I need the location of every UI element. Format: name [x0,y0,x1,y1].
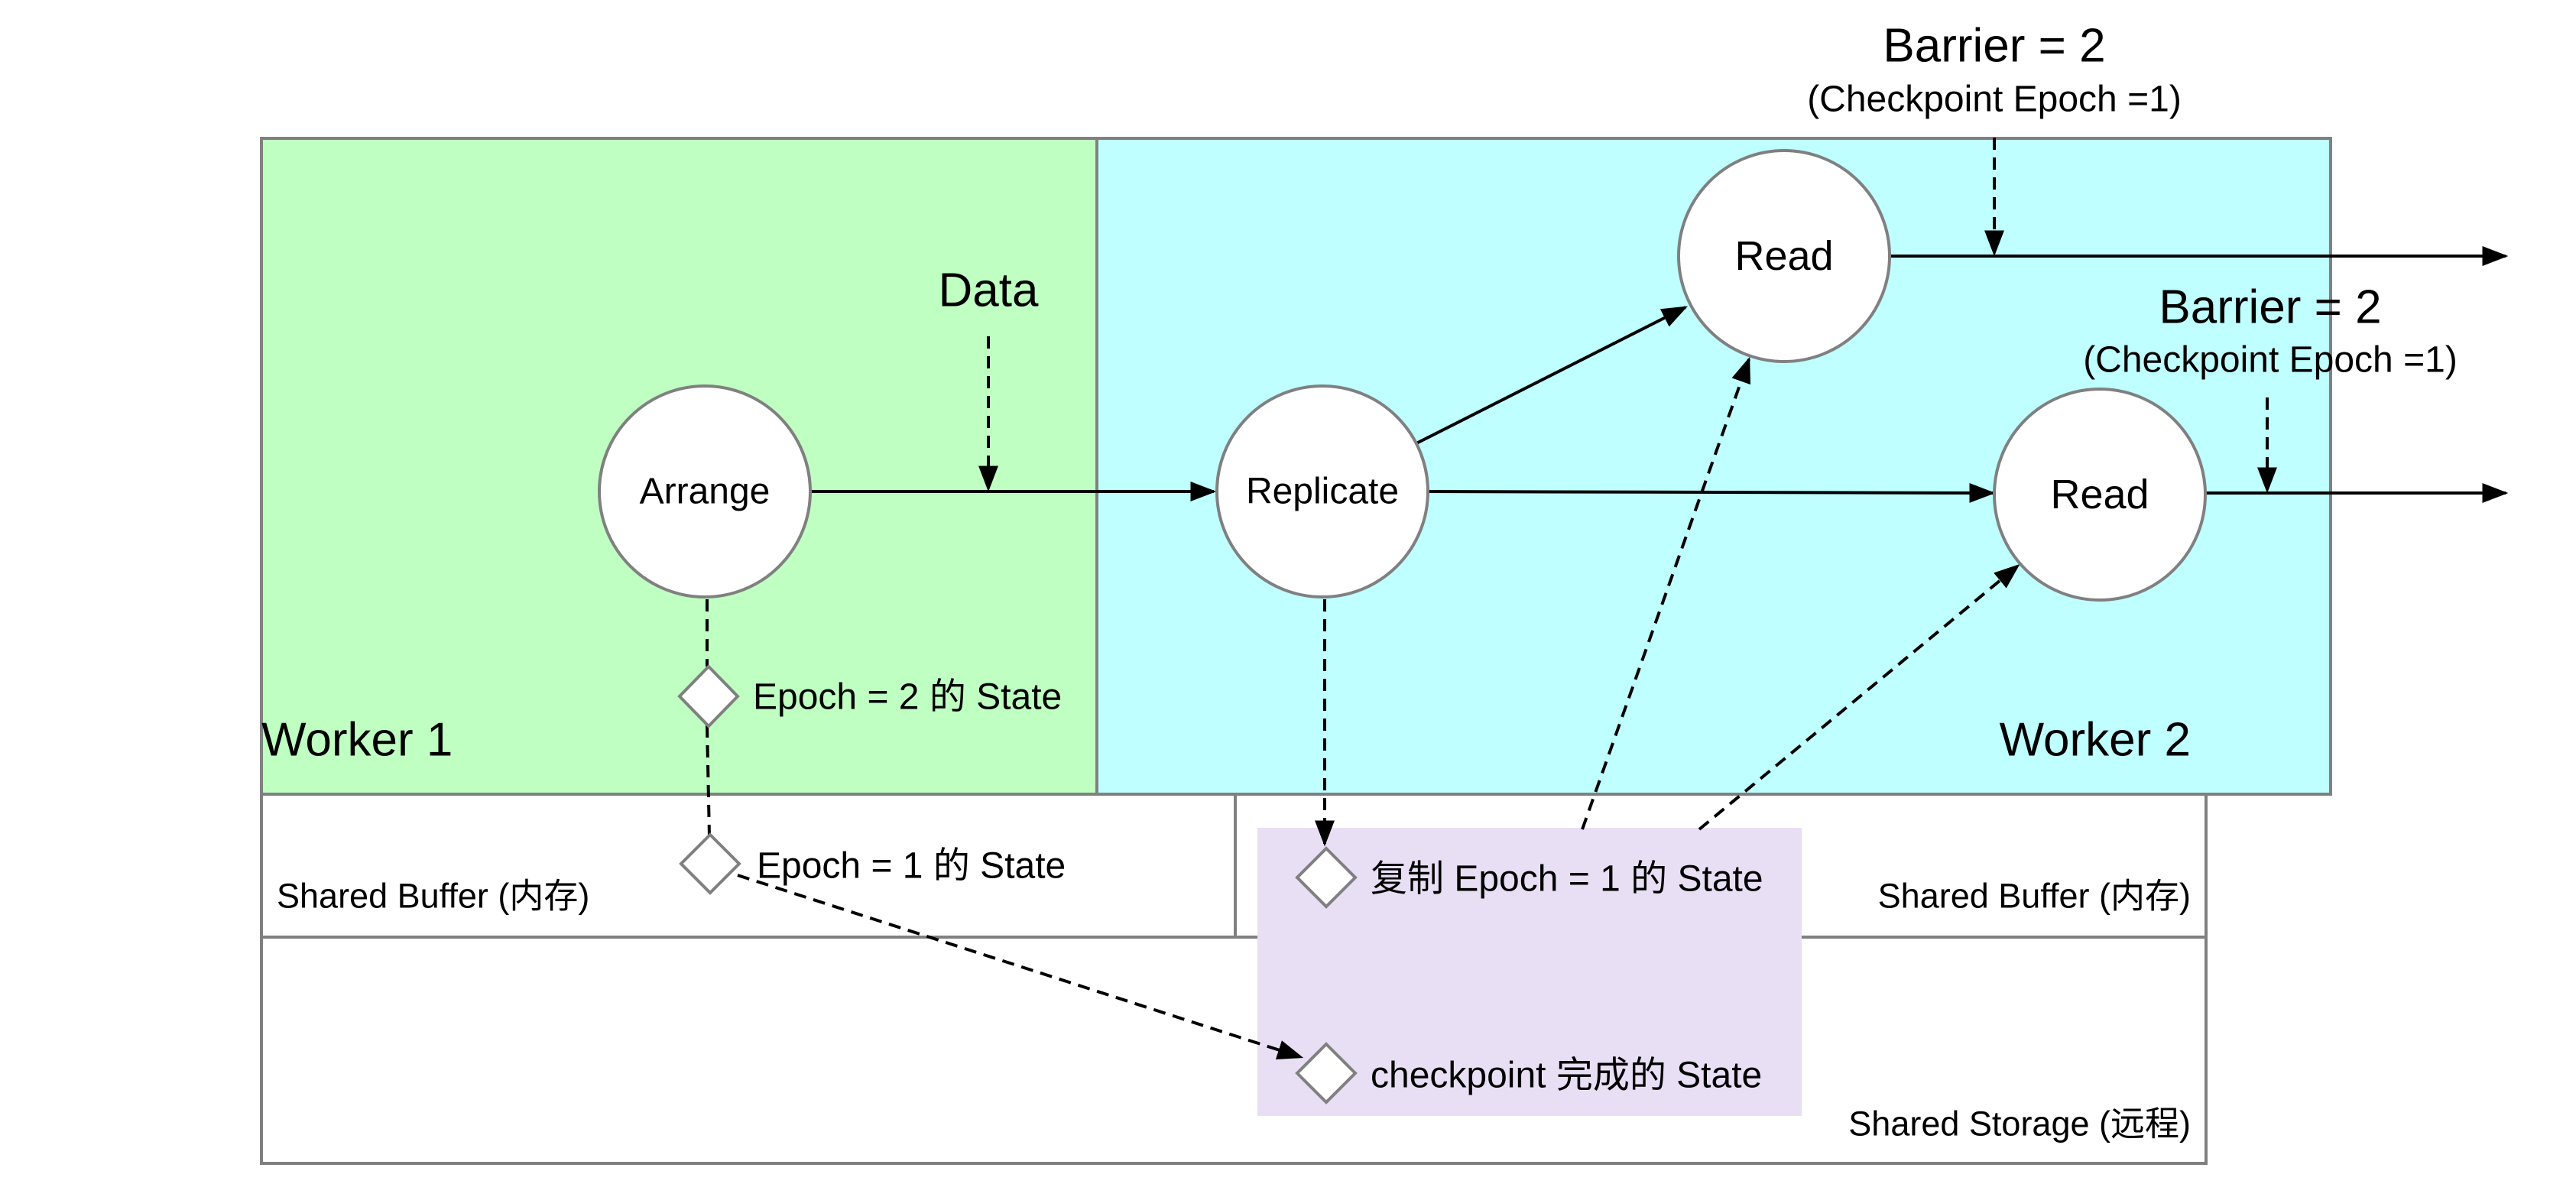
shared-storage-label: Shared Storage (远程) [1848,1105,2191,1143]
node-read-bottom[interactable]: Read [1993,388,2207,602]
state-checkpoint-label: checkpoint 完成的 State [1371,1056,1762,1096]
worker1-label: Worker 1 [261,714,453,767]
arrow-replicate-to-read-bottom [1426,482,1996,503]
shared-buffer-left-box [260,793,1237,939]
shared-buffer-left-label: Shared Buffer (内存) [277,877,589,916]
node-arrange[interactable]: Arrange [598,384,812,598]
state-replicated-label: 复制 Epoch = 1 的 State [1371,859,1763,900]
shared-buffer-right-label: Shared Buffer (内存) [1878,877,2191,916]
arrow-replicate-to-read-top [1416,306,1689,445]
state-epoch1-diamond [679,832,741,895]
barrier-top-sublabel: (Checkpoint Epoch =1) [1807,79,2182,120]
state-epoch1-label: Epoch = 1 的 State [757,846,1066,887]
node-replicate[interactable]: Replicate [1215,384,1429,598]
node-read-bottom-label: Read [2050,472,2149,517]
barrier-top-label: Barrier = 2 [1883,20,2105,73]
state-replicated-diamond [1295,846,1358,909]
barrier-mid-label: Barrier = 2 [2159,281,2381,334]
arrow-state-to-read-bottom [1698,563,2020,831]
arrow-state-to-read-top [1581,356,1751,830]
barrier-mid-sublabel: (Checkpoint Epoch =1) [2083,340,2458,381]
data-label: Data [939,264,1039,317]
state-checkpoint-diamond [1295,1042,1358,1105]
shared-storage-box [260,936,2208,1165]
node-replicate-label: Replicate [1246,472,1399,512]
node-read-top[interactable]: Read [1677,149,1891,363]
node-arrange-label: Arrange [640,472,771,512]
worker2-label: Worker 2 [2000,714,2191,767]
state-epoch2-label: Epoch = 2 的 State [753,677,1062,718]
node-read-top-label: Read [1734,233,1833,279]
state-epoch2-diamond [677,664,740,728]
